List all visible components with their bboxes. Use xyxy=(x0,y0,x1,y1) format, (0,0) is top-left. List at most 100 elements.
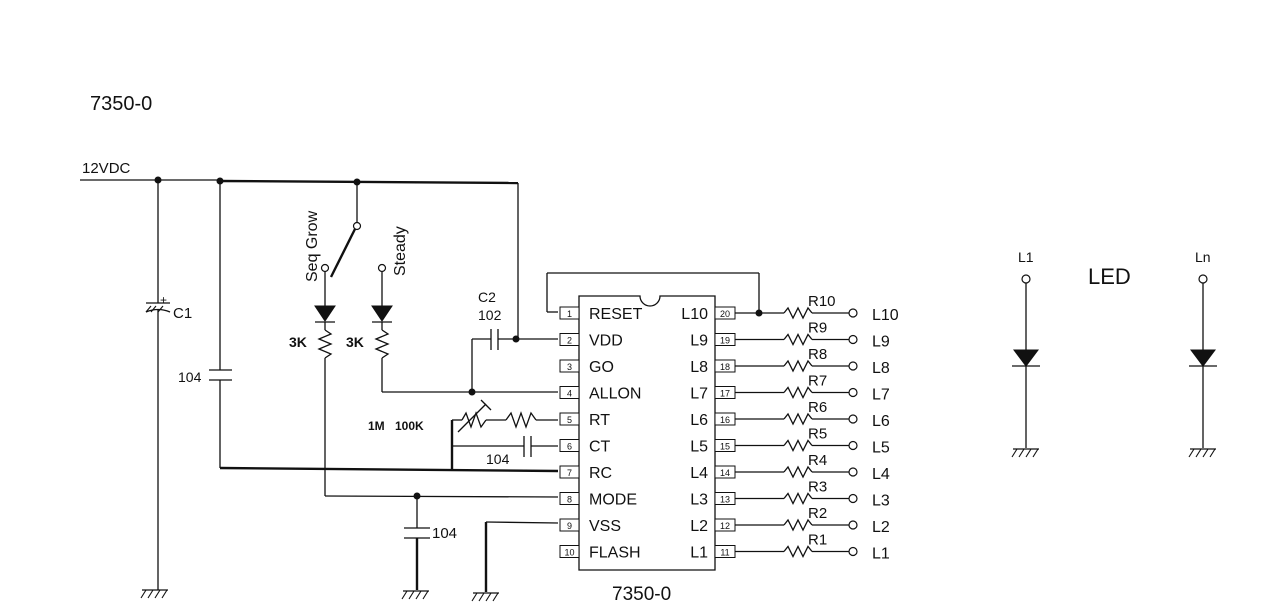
output-terminal xyxy=(848,361,858,371)
ic-pin-number: 6 xyxy=(567,442,572,452)
ic-pin-label: VSS xyxy=(589,518,621,535)
resistor-label: R10 xyxy=(808,293,836,310)
ic-pin-number: 13 xyxy=(720,495,730,505)
output-terminal xyxy=(848,414,858,424)
resistor-label: R7 xyxy=(808,373,827,390)
chip-label: 7350-0 xyxy=(612,584,671,605)
rt-res-value-label: 100K xyxy=(395,419,424,433)
output-resistor xyxy=(783,412,813,426)
ic-pin-label: FLASH xyxy=(589,545,641,562)
c1-label: C1 xyxy=(173,305,192,322)
output-label: L9 xyxy=(872,334,890,351)
output-resistor xyxy=(783,465,813,479)
ic-pin-number: 19 xyxy=(720,336,730,346)
ic-pin-number: 5 xyxy=(567,415,572,425)
ic-pin-number: 15 xyxy=(720,442,730,452)
ic-pin-number: 20 xyxy=(720,309,730,319)
ic-pin-number: 18 xyxy=(720,362,730,372)
ic-pin-number: 3 xyxy=(567,362,572,372)
output-resistor xyxy=(783,333,813,346)
res-3k-b-label: 3K xyxy=(346,334,364,350)
ic-pin-number: 11 xyxy=(720,548,729,558)
capacitor-c1 xyxy=(145,180,171,590)
ic-pin-label: L3 xyxy=(690,492,708,509)
ic-pin-label: L1 xyxy=(690,545,708,562)
ic-pin-label: L2 xyxy=(690,518,708,535)
output-resistor xyxy=(783,492,813,505)
switch-steady-label: Steady xyxy=(392,226,409,276)
ic-pin-label: RC xyxy=(589,465,612,482)
output-label: L3 xyxy=(872,493,890,510)
ic-pin-label: RESET xyxy=(589,306,643,323)
ic-pin-label: L9 xyxy=(690,333,708,350)
steady-branch xyxy=(371,272,558,396)
cap-104-left-label: 104 xyxy=(178,369,202,385)
resistor-label: R5 xyxy=(808,426,827,443)
ic-pin-label: L6 xyxy=(690,412,708,429)
mode-cap-value-label: 104 xyxy=(432,525,457,542)
output-terminal xyxy=(848,440,858,451)
output-label: L7 xyxy=(872,387,890,404)
ic-pin-number: 4 xyxy=(567,389,572,399)
resistor-label: R3 xyxy=(808,479,827,496)
ic-pin-vss: 9 VSS xyxy=(559,518,621,535)
ic-pin-rc: 7 RC xyxy=(559,465,612,482)
ground-symbol-vss xyxy=(471,592,499,602)
ic-pin-number: 2 xyxy=(567,336,572,346)
ic-pin-number: 12 xyxy=(720,521,730,531)
resistor-label: R4 xyxy=(808,452,827,469)
ic-pin-label: L10 xyxy=(681,306,708,323)
capacitor-104-mode xyxy=(404,496,430,590)
output-label: L6 xyxy=(872,413,890,430)
output-label: L10 xyxy=(872,307,899,324)
ic-pin-number: 8 xyxy=(567,495,572,505)
output-resistor xyxy=(783,359,813,373)
output-label: L1 xyxy=(872,546,890,563)
resistor-label: R2 xyxy=(808,505,827,522)
ic-pin-number: 7 xyxy=(567,468,572,478)
led-title: LED xyxy=(1088,264,1131,289)
capacitor-c2 xyxy=(471,329,558,392)
led-example-last xyxy=(1188,274,1217,458)
diagram-title: 7350-0 xyxy=(90,93,152,115)
reset-loop xyxy=(546,272,763,317)
resistor-label: R9 xyxy=(808,320,827,337)
seq-grow-branch xyxy=(314,272,559,500)
ground-symbol-mode xyxy=(401,590,429,600)
switch-seq-grow-label: Seq Grow xyxy=(304,210,321,282)
ic-pin-number: 9 xyxy=(567,521,572,531)
resistor-label: R1 xyxy=(808,532,827,549)
resistor-label: R8 xyxy=(808,346,827,363)
ic-pin-number: 16 xyxy=(720,415,730,425)
ic-pin-number: 1 xyxy=(567,309,572,319)
output-terminal xyxy=(848,467,858,477)
vss-ground-wire xyxy=(484,521,559,592)
rc-bus xyxy=(219,466,559,473)
res-3k-a-label: 3K xyxy=(289,334,307,350)
output-resistor xyxy=(783,545,813,558)
output-resistor xyxy=(783,518,813,532)
output-resistor xyxy=(783,386,813,399)
output-terminal xyxy=(848,387,858,398)
output-label: L2 xyxy=(872,519,890,536)
c2-name-label: C2 xyxy=(478,289,496,305)
